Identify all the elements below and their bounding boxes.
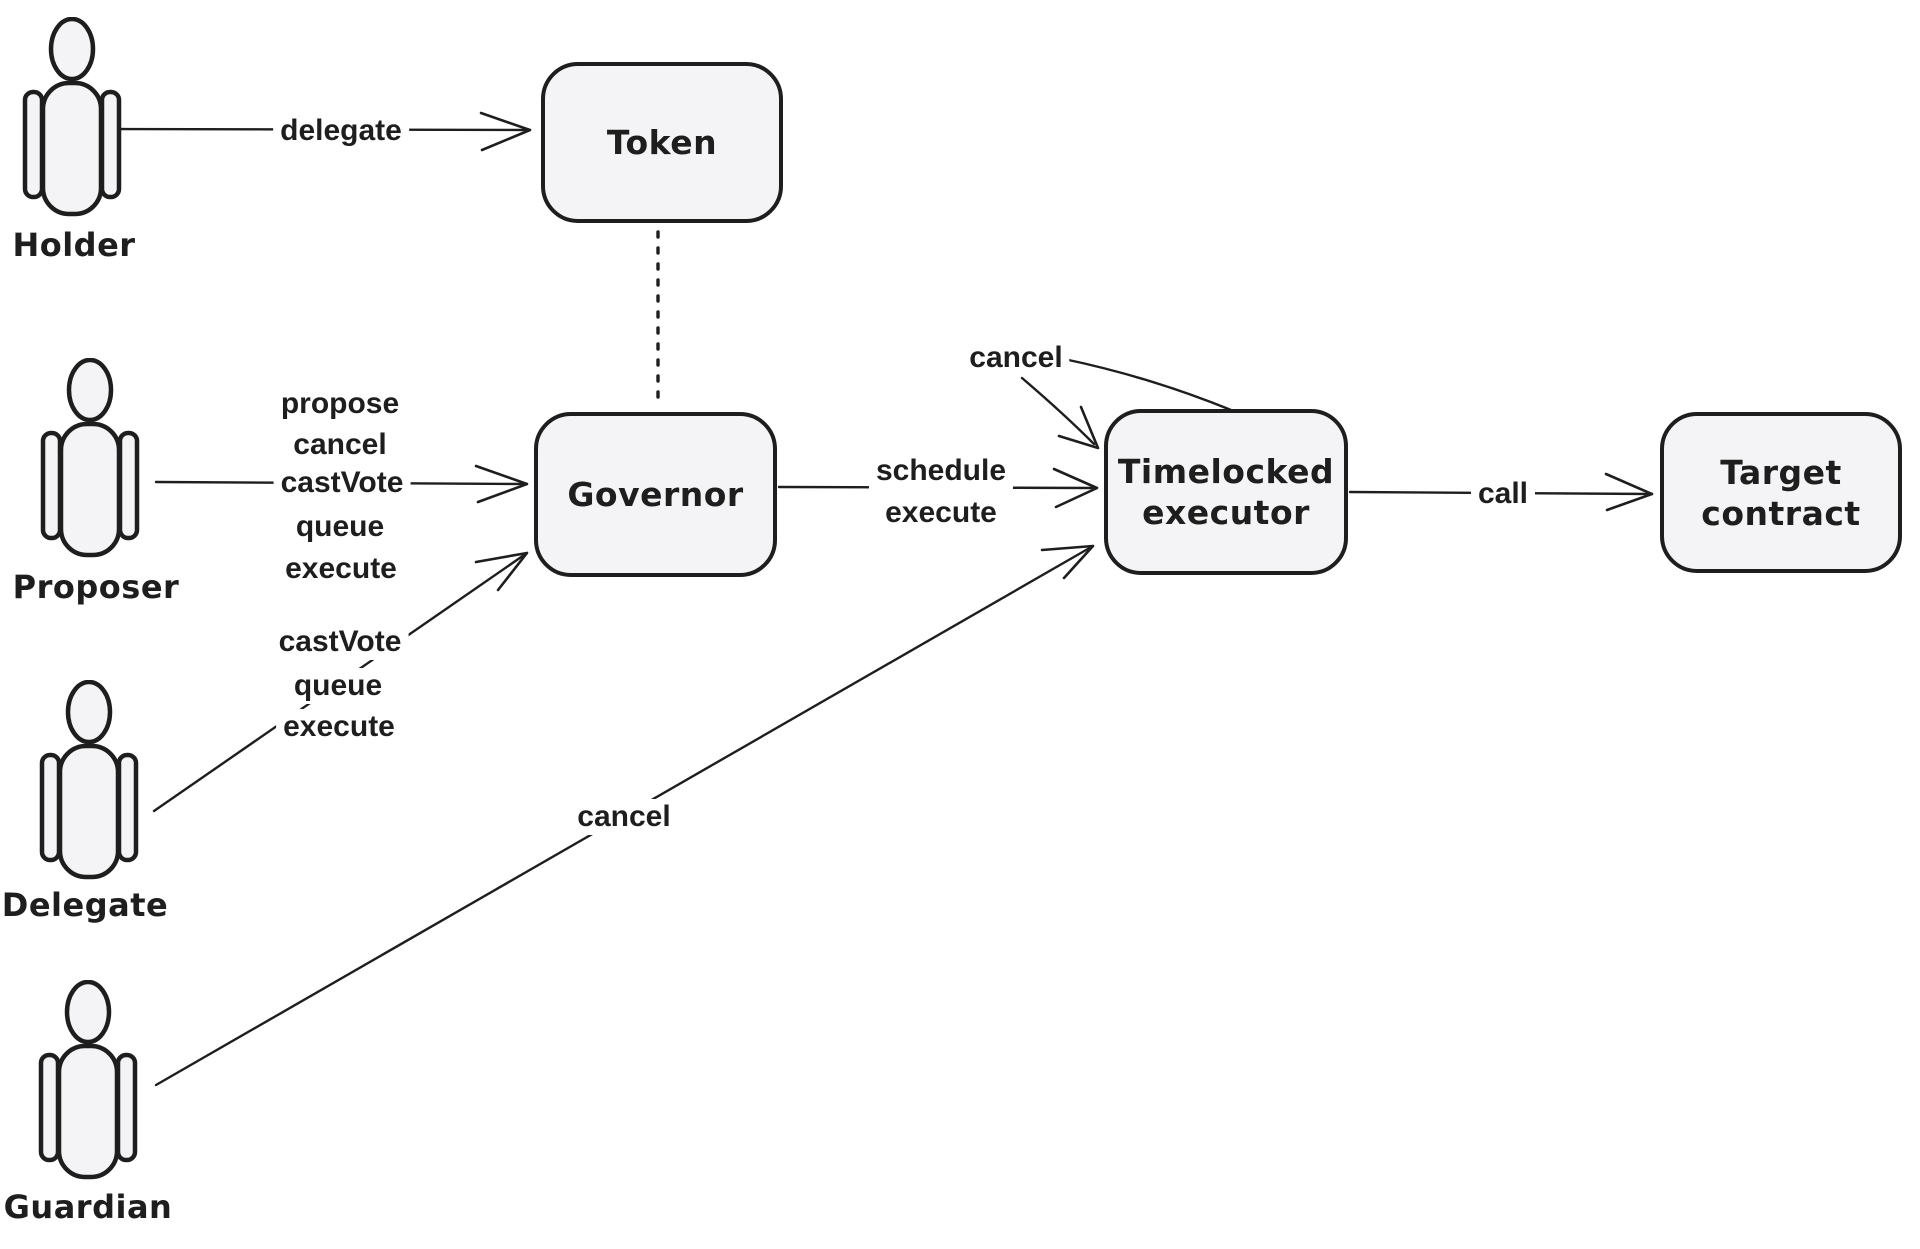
edge-label-schedule-execute: schedule execute xyxy=(868,449,1014,535)
edge-label-castvote-delegate: castVote xyxy=(271,624,409,660)
proposer-right-arm xyxy=(117,430,140,541)
edge-label-call: call xyxy=(1470,476,1536,512)
edge-label-schedule: schedule xyxy=(875,454,1007,487)
governor-node-label: Governor xyxy=(567,475,744,514)
target-contract-node-label-line1: Target xyxy=(1720,452,1842,492)
edge-label-queue-proposer: queue xyxy=(288,509,392,545)
proposer-label: Proposer xyxy=(12,568,180,606)
target-contract-node-label-line2: contract xyxy=(1701,493,1861,533)
edge-cancel-top-line-b xyxy=(1020,376,1096,446)
edge-holder-token-arrowhead xyxy=(479,111,532,152)
proposer-left-arm xyxy=(40,430,63,541)
holder-right-arm xyxy=(99,89,122,200)
guardian-body xyxy=(56,1043,120,1180)
proposer-person-icon xyxy=(40,358,140,558)
timelocked-executor-node-label-line1: Timelocked xyxy=(1117,452,1335,491)
holder-person-icon xyxy=(22,17,122,217)
guardian-person-icon xyxy=(38,980,138,1180)
delegate-body xyxy=(57,743,121,880)
edge-label-cancel-guardian: cancel xyxy=(570,799,678,835)
edge-label-cancel-top: cancel xyxy=(962,340,1070,376)
edge-label-execute-governor: execute xyxy=(885,496,997,529)
edge-label-queue-delegate: queue xyxy=(286,668,390,704)
guardian-head xyxy=(64,980,112,1045)
edge-label-cancel-proposer: cancel xyxy=(286,427,394,463)
edge-label-castvote-proposer: castVote xyxy=(273,465,411,501)
edge-cancel-top-line-a xyxy=(1062,357,1233,412)
edge-cancel-top-arrowhead xyxy=(1057,405,1100,450)
delegate-label: Delegate xyxy=(1,886,169,924)
edge-timelock-target-arrowhead xyxy=(1604,472,1654,512)
edge-label-propose: propose xyxy=(273,386,407,422)
holder-body xyxy=(40,80,104,217)
holder-left-arm xyxy=(22,89,45,200)
timelocked-executor-node: Timelocked executor xyxy=(1104,409,1348,575)
edge-label-execute-proposer: execute xyxy=(278,551,404,587)
proposer-body xyxy=(58,421,122,558)
timelocked-executor-node-label-line2: executor xyxy=(1142,493,1310,532)
token-node: Token xyxy=(541,62,783,223)
guardian-label: Guardian xyxy=(3,1188,173,1226)
holder-head xyxy=(48,17,96,82)
governor-node: Governor xyxy=(534,412,777,577)
token-node-label: Token xyxy=(606,123,718,162)
holder-label: Holder xyxy=(12,226,136,264)
proposer-head xyxy=(66,358,114,423)
edge-label-execute-delegate: execute xyxy=(276,709,402,745)
delegate-head xyxy=(65,680,113,745)
edge-governor-timelock-arrowhead xyxy=(1052,467,1099,509)
edge-guardian-timelock-arrowhead xyxy=(1040,544,1095,580)
edge-label-delegate: delegate xyxy=(273,113,409,149)
guardian-left-arm xyxy=(38,1052,61,1163)
edge-proposer-governor-arrowhead xyxy=(474,464,529,504)
guardian-right-arm xyxy=(115,1052,138,1163)
edge-delegate-governor-arrowhead xyxy=(474,551,529,592)
delegate-right-arm xyxy=(116,752,139,863)
delegate-left-arm xyxy=(39,752,62,863)
delegate-person-icon xyxy=(39,680,139,880)
target-contract-node: Target contract xyxy=(1660,412,1902,573)
